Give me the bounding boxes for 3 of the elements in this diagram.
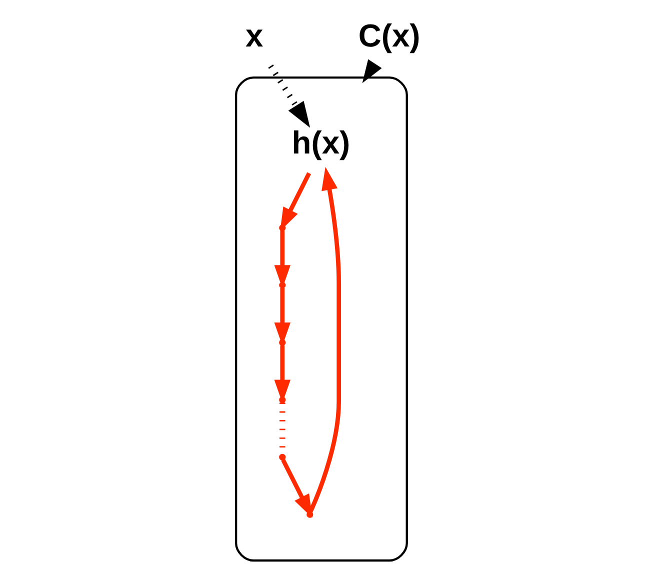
node-text: x <box>245 18 264 54</box>
node-text: C(x) <box>358 18 420 54</box>
node-text: h(x) <box>292 124 350 161</box>
